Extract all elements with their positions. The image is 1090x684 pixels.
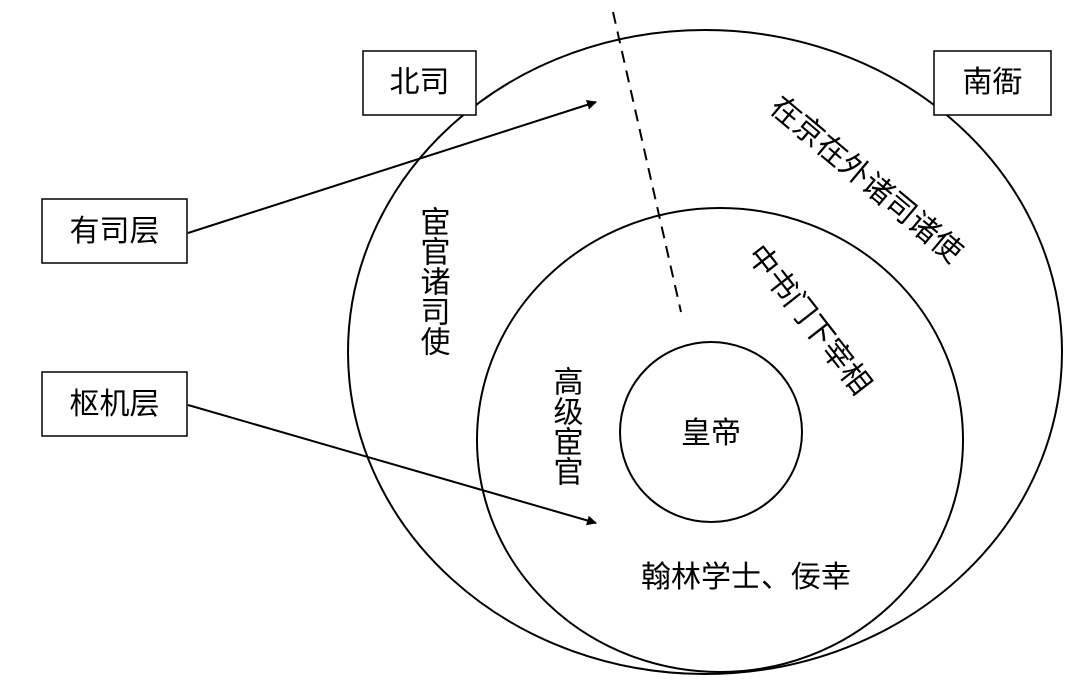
inner-circle	[619, 341, 803, 523]
lower-layer-box: 枢机层	[41, 371, 188, 437]
south-office-label: 南衙	[963, 65, 1023, 100]
capital-provincial-commissioners-label: 在京在外诸司诸使	[763, 89, 969, 270]
upper-layer-label: 有司层	[70, 214, 160, 249]
lower-layer-label: 枢机层	[70, 387, 160, 422]
upper-layer-arrow	[187, 99, 597, 234]
outer-circle	[347, 29, 1063, 675]
north-office-label: 北司	[390, 65, 450, 100]
chancellors-label: 中书门下宰相	[740, 238, 878, 401]
middle-circle	[476, 207, 964, 673]
upper-layer-box: 有司层	[41, 198, 188, 264]
dashed-divider	[612, 11, 682, 313]
south-office-box: 南衙	[933, 50, 1052, 116]
north-office-box: 北司	[362, 50, 477, 116]
emperor-label: 皇帝	[681, 416, 741, 451]
lower-layer-arrow	[187, 404, 597, 526]
eunuch-commissioners-label: 宦官诸司使	[415, 206, 451, 356]
senior-eunuchs-label: 高级宦官	[548, 366, 584, 486]
hanlin-favorites-label: 翰林学士、佞幸	[641, 560, 851, 595]
